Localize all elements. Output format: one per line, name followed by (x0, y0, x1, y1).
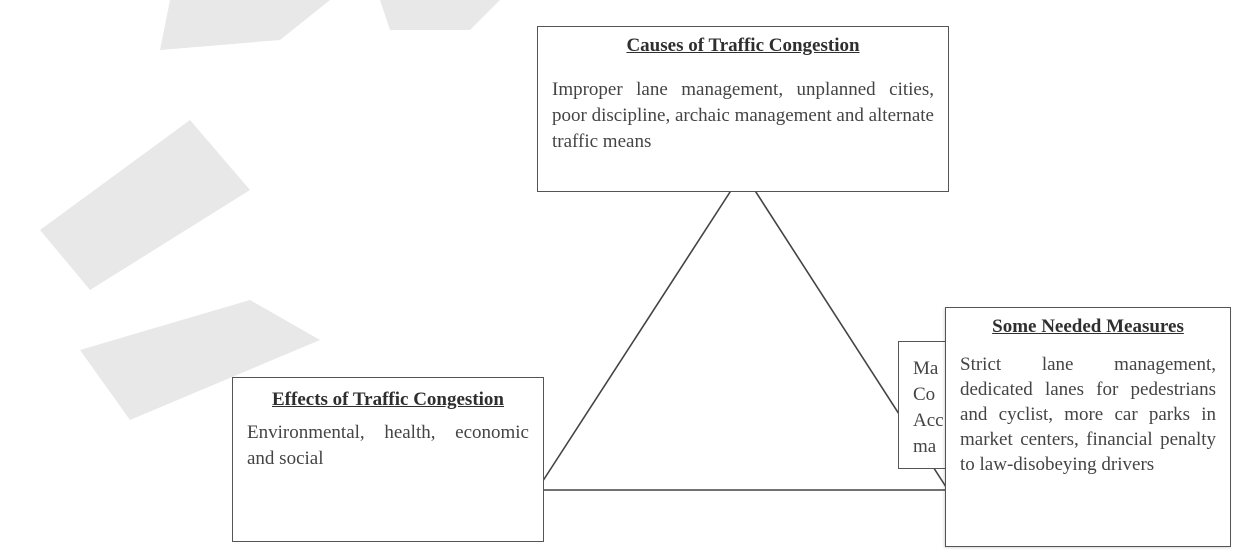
triangle-left-edge (536, 171, 744, 491)
watermark-stroke (160, 0, 330, 50)
watermark-stroke (380, 0, 500, 30)
obscured-line: Ma (913, 358, 939, 379)
causes-title: Causes of Traffic Congestion (626, 35, 860, 56)
causes-text: Improper lane management, unplanned citi… (552, 79, 934, 152)
measures-text: Strict lane management, dedicated lanes … (960, 354, 1216, 475)
effects-title: Effects of Traffic Congestion (272, 389, 504, 410)
obscured-line: Co (913, 384, 936, 405)
causes-box: Causes of Traffic Congestion Improper la… (537, 26, 949, 192)
effects-text: Environmental, health, economic and soci… (247, 422, 529, 469)
measures-box: Some Needed Measures Strict lane managem… (945, 307, 1231, 547)
watermark-stroke (80, 300, 320, 420)
effects-box: Effects of Traffic Congestion Environmen… (232, 377, 544, 542)
watermark-stroke (40, 120, 250, 290)
obscured-line: ma (913, 436, 937, 457)
measures-title: Some Needed Measures (992, 316, 1184, 337)
obscured-line: Acc (913, 410, 944, 431)
